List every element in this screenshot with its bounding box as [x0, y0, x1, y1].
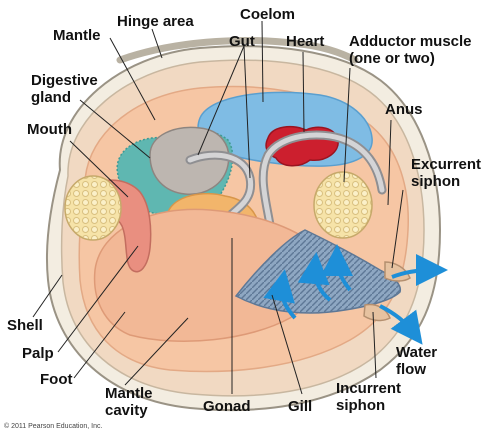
label-excurrent-siphon: Excurrent siphon [411, 156, 482, 190]
anterior-adductor-muscle [64, 175, 122, 241]
label-coelom: Coelom [240, 6, 296, 23]
label-shell: Shell [7, 317, 43, 334]
label-heart: Heart [286, 33, 325, 50]
leader-lines [32, 20, 404, 395]
label-gut: Gut [229, 33, 255, 50]
label-anus: Anus [385, 101, 423, 118]
label-hinge-area: Hinge area [117, 13, 194, 30]
label-palp: Palp [22, 345, 54, 362]
label-incurrent-siphon: Incurrent siphon [336, 380, 402, 414]
label-mantle: Mantle [53, 27, 101, 44]
copyright-notice: © 2011 Pearson Education, Inc. [4, 423, 103, 430]
label-mouth: Mouth [27, 121, 72, 138]
label-gill: Gill [288, 398, 313, 415]
label-digestive-gland: Digestive gland [31, 72, 98, 106]
label-water-flow: Water flow [396, 344, 438, 378]
water-flow-arrows [263, 244, 448, 345]
label-gonad: Gonad [203, 398, 251, 415]
label-adductor-muscle: Adductor muscle (one or two) [349, 33, 472, 67]
label-mantle-cavity: Mantle cavity [105, 385, 153, 419]
excurrent-siphon [384, 261, 411, 282]
label-foot: Foot [40, 371, 73, 388]
incurrent-siphon [363, 303, 391, 322]
posterior-adductor-muscle [313, 171, 373, 239]
